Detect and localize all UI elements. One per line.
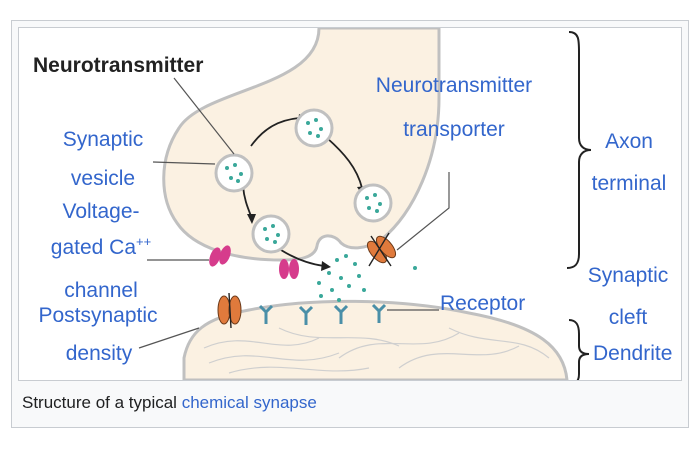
leader-lines xyxy=(138,77,450,349)
synapse-illustration xyxy=(138,28,592,380)
label-dendrite: Dendrite xyxy=(593,342,673,365)
receptors xyxy=(258,303,387,325)
label-synaptic-vesicle-line2: vesicle xyxy=(70,167,136,190)
label-vgcc-line1: Voltage- xyxy=(62,200,140,223)
caption-link-chemical-synapse[interactable]: chemical synapse xyxy=(181,393,317,412)
label-neurotransmitter: Neurotransmitter xyxy=(33,54,204,77)
figure-caption: Structure of a typical chemical synapse xyxy=(22,393,317,413)
label-nt-transporter-line1: Neurotransmitter xyxy=(375,74,533,97)
label-vgcc-line2: gated Ca++ xyxy=(50,234,152,259)
label-vgcc-line3: channel xyxy=(64,279,138,302)
vesicle-dots xyxy=(225,118,417,302)
dendrite-fibers xyxy=(203,327,550,374)
label-nt-transporter-line2: transporter xyxy=(403,118,505,141)
label-receptor: Receptor xyxy=(440,292,526,315)
caption-prefix: Structure of a typical xyxy=(22,393,177,412)
cycle-arrows xyxy=(242,117,363,267)
label-postsynaptic-density-line1: Postsynaptic xyxy=(38,304,158,327)
figure-frame: Neurotransmitter Synaptic vesicle Voltag… xyxy=(11,20,689,428)
transporters xyxy=(217,235,397,325)
label-postsynaptic-density-line2: density xyxy=(65,342,133,365)
transporter-arrows xyxy=(228,232,392,329)
vesicles xyxy=(214,108,393,254)
label-axon-terminal-line2: terminal xyxy=(591,172,667,195)
label-axon-terminal-line1: Axon xyxy=(605,130,653,153)
label-synaptic-cleft-line1: Synaptic xyxy=(587,264,669,287)
synapse-diagram: Neurotransmitter Synaptic vesicle Voltag… xyxy=(18,27,682,381)
braces xyxy=(566,31,592,380)
dendrite-shape xyxy=(182,299,569,380)
label-synaptic-vesicle-line1: Synaptic xyxy=(62,128,144,151)
label-synaptic-cleft-line2: cleft xyxy=(608,306,648,329)
axon-terminal-shape xyxy=(162,28,441,262)
calcium-channels xyxy=(209,245,299,279)
